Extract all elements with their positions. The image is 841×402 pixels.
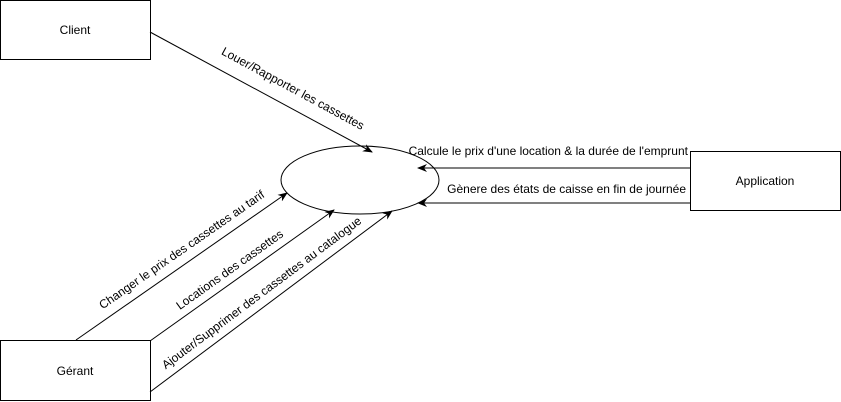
- flow-locations-arrow: [149, 209, 335, 342]
- flow-louer-arrow: [149, 31, 373, 153]
- flow-ajouter-arrow: [149, 210, 393, 393]
- entity-gerant[interactable]: Gérant: [0, 340, 151, 401]
- entity-client[interactable]: Client: [0, 0, 151, 60]
- flow-changer-label: Changer le prix des cassettes au tarif: [96, 187, 267, 312]
- flow-changer-arrow: [75, 192, 288, 341]
- entity-gerant-label: Gérant: [57, 364, 94, 378]
- entity-client-label: Client: [60, 23, 91, 37]
- flow-louer-label: Louer/Rapporter les cassettes: [219, 44, 366, 132]
- entity-application[interactable]: Application: [690, 151, 841, 211]
- flow-genere-label: Gènere des états de caisse en fin de jou…: [447, 182, 686, 196]
- entity-application-label: Application: [736, 174, 795, 188]
- flow-calcule-label: Calcule le prix d'une location & la duré…: [409, 144, 689, 158]
